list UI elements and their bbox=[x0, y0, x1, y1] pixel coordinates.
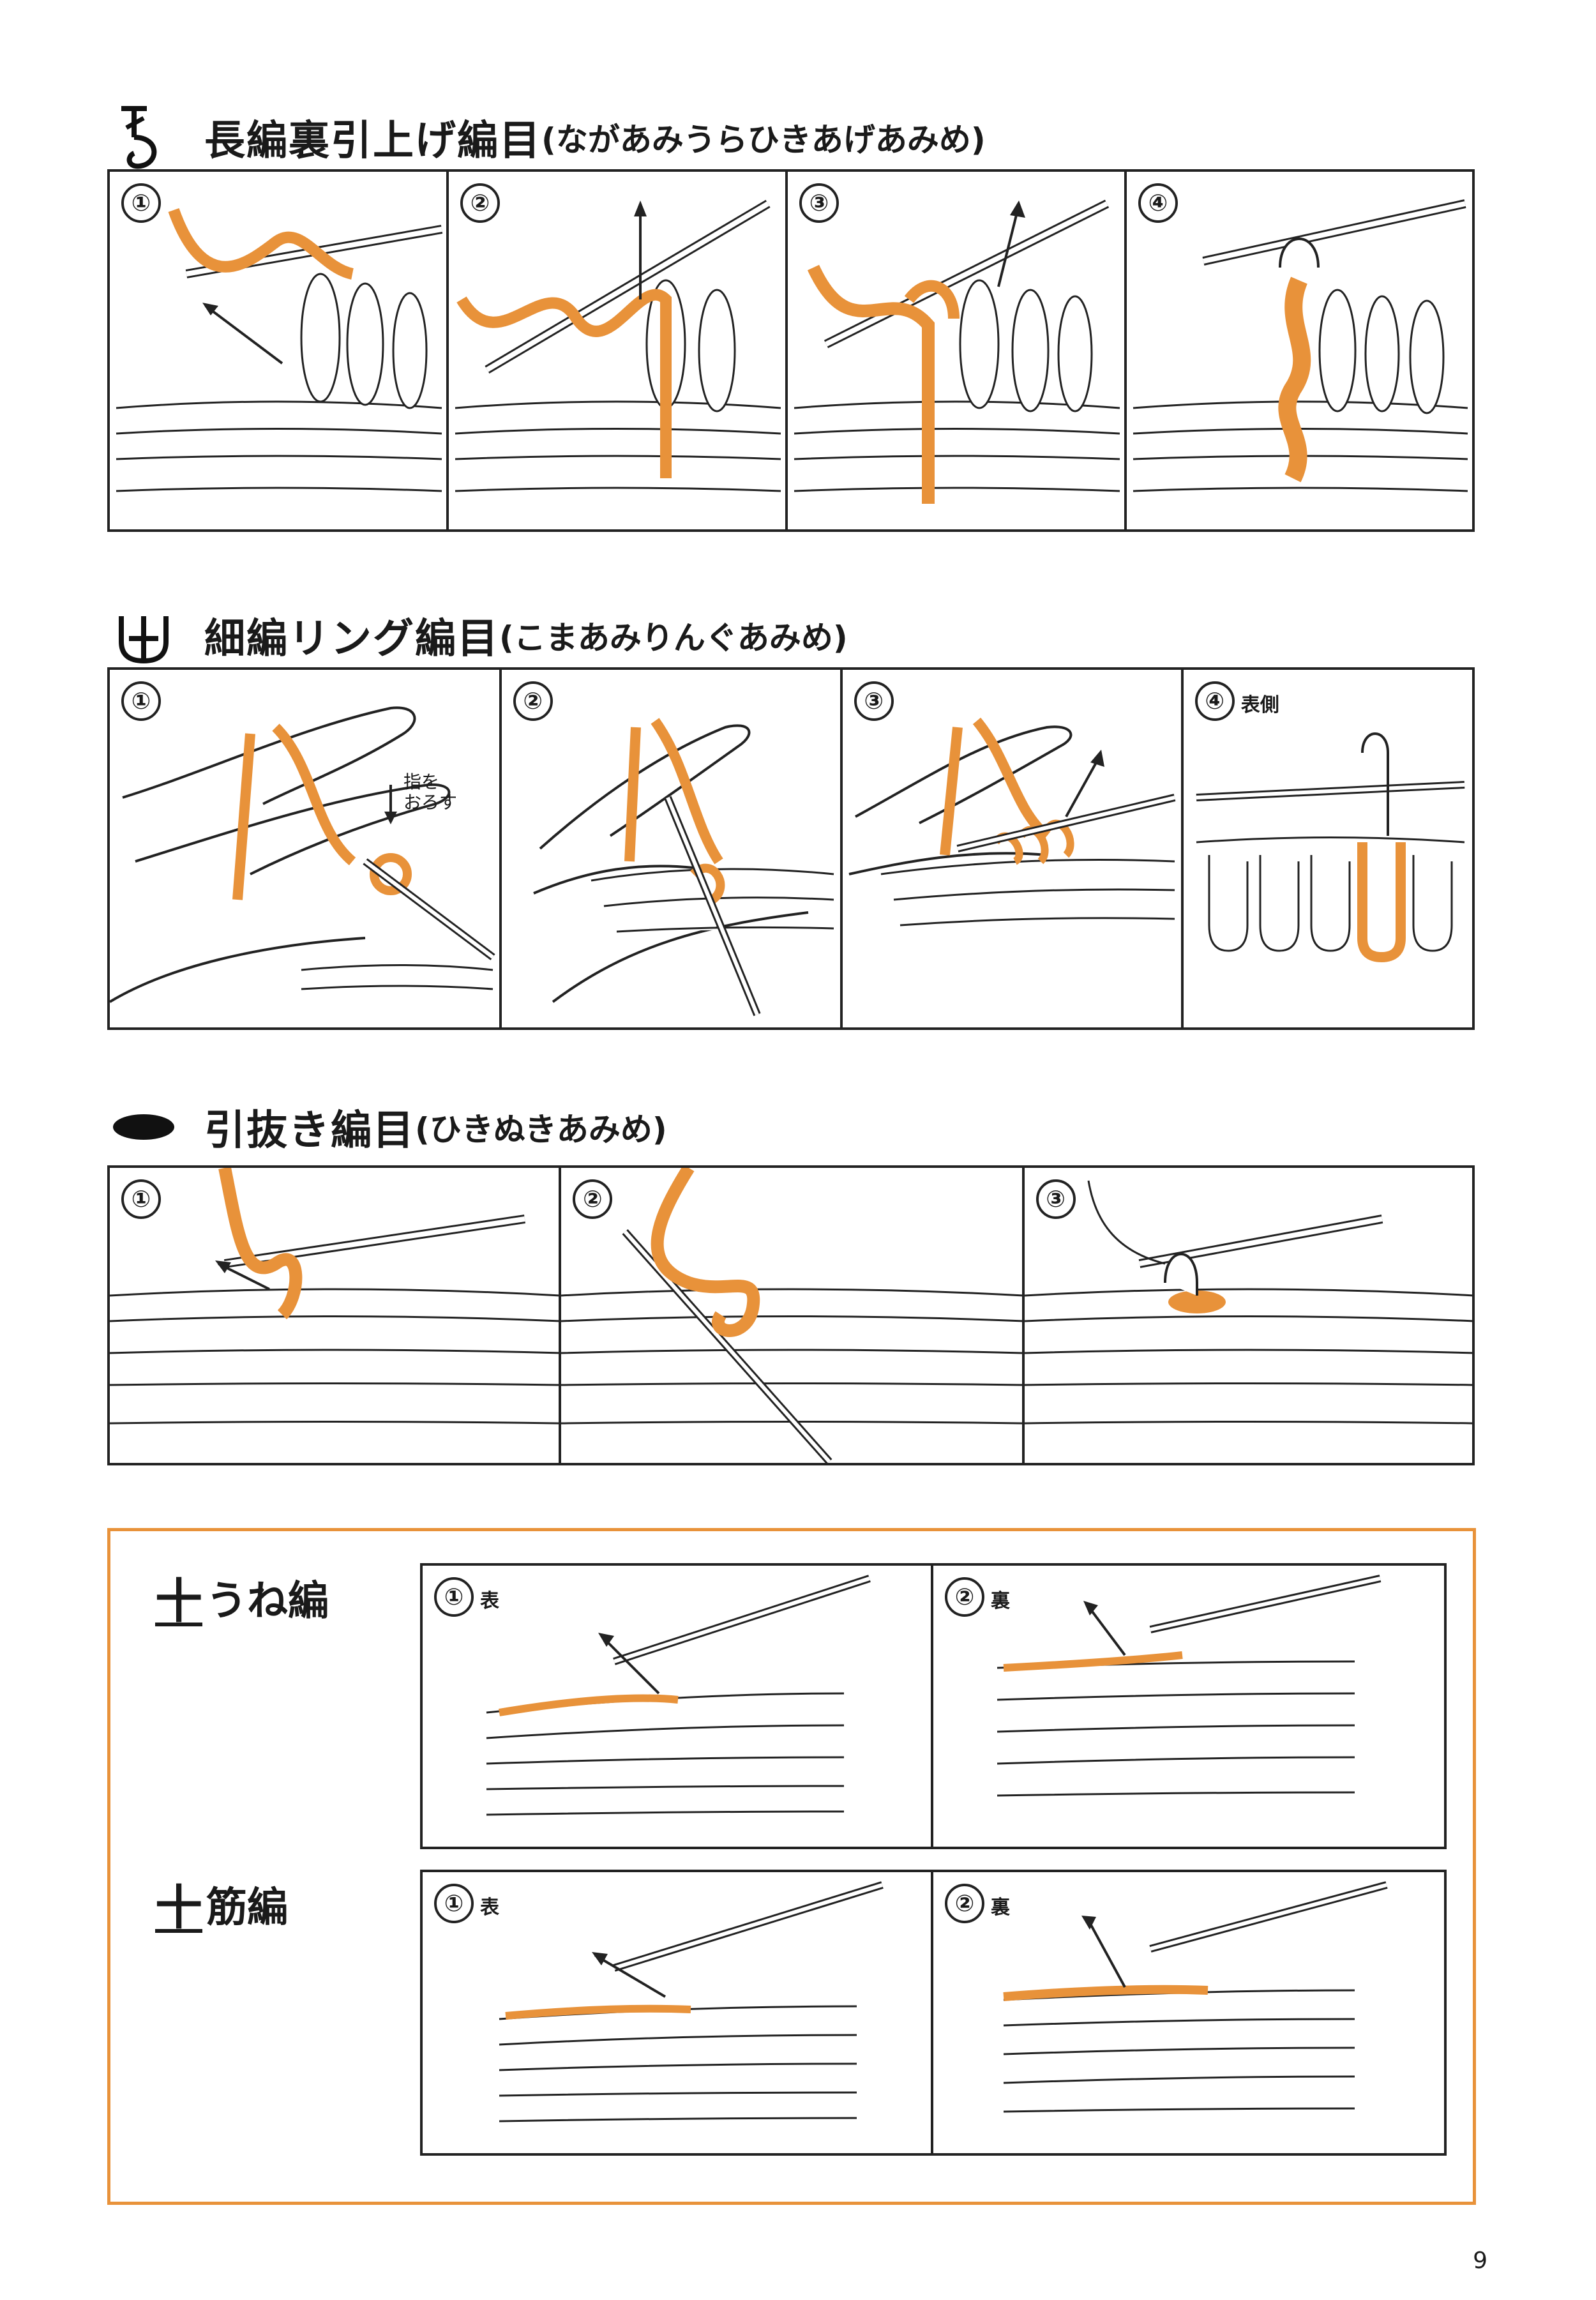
step-side-label: 表側 bbox=[1240, 694, 1279, 716]
crochet-illustration bbox=[848, 717, 1176, 927]
crochet-illustration bbox=[486, 1575, 871, 1816]
instruction-note: 指を おろす bbox=[403, 771, 458, 813]
step-panel-3: ③ bbox=[788, 172, 1127, 529]
step-panel-2: ② bbox=[449, 172, 788, 529]
section-title-reading: (こまあみりんぐあみめ) bbox=[499, 619, 848, 656]
step-number: ② bbox=[573, 1179, 613, 1219]
step-number: ④ bbox=[1138, 183, 1178, 223]
step-number: ② bbox=[460, 183, 501, 223]
step-number: ① bbox=[121, 681, 161, 721]
step-side-label: 裏 bbox=[991, 1590, 1010, 1612]
step-number: ① bbox=[434, 1577, 474, 1617]
step-panel-3: ③ bbox=[1024, 1168, 1472, 1463]
back-loop-panels: ① 表 ② 裏 bbox=[420, 1870, 1447, 2156]
step-number: ② bbox=[945, 1884, 984, 1923]
crochet-illustration bbox=[116, 208, 443, 523]
step-number: ② bbox=[945, 1577, 984, 1617]
crochet-illustration bbox=[499, 1881, 884, 2122]
section-title-text: 引抜き編目 bbox=[204, 1107, 415, 1154]
crochet-illustration bbox=[1003, 1881, 1388, 2113]
section-title-reading: (ひきぬきあみめ) bbox=[415, 1111, 667, 1148]
ridge-panel-back: ② 裏 bbox=[933, 1566, 1442, 1847]
crochet-illustration bbox=[110, 706, 495, 1003]
back-loop-stitch-symbol: 十 bbox=[155, 1880, 202, 1935]
crochet-illustration bbox=[794, 199, 1120, 504]
step-panel-1: ① bbox=[110, 172, 449, 529]
step-strip-back-post: ① ② bbox=[107, 169, 1475, 532]
step-number: ① bbox=[121, 1179, 161, 1219]
section-title-text: 長編裏引上げ編目 bbox=[204, 117, 541, 165]
page-number: 9 bbox=[1473, 2248, 1487, 2274]
section-title-reading: (ながあみうらひきあげあみめ) bbox=[541, 121, 986, 158]
step-side-label: 裏 bbox=[991, 1896, 1010, 1919]
back-loop-panel-back: ② 裏 bbox=[933, 1872, 1442, 2153]
crochet-illustration bbox=[455, 199, 781, 492]
step-number: ② bbox=[513, 681, 553, 721]
back-loop-label-text: 筋編 bbox=[206, 1884, 288, 1932]
crochet-illustration bbox=[997, 1575, 1381, 1797]
slip-stitch-symbol bbox=[109, 1086, 179, 1169]
crochet-illustration bbox=[561, 1168, 1022, 1463]
back-loop-row-label: 十 筋編 bbox=[155, 1870, 288, 1938]
crochet-illustration bbox=[1133, 199, 1468, 492]
step-panel-2: ② bbox=[561, 1168, 1025, 1463]
step-panel-1: ① bbox=[110, 1168, 562, 1463]
step-number: ① bbox=[434, 1884, 474, 1923]
ridge-label-text: うね編 bbox=[206, 1577, 329, 1625]
crochet-illustration bbox=[1196, 732, 1464, 963]
crochet-illustration bbox=[1024, 1180, 1472, 1425]
step-panel-3: ③ bbox=[843, 670, 1184, 1027]
step-panel-2: ② bbox=[502, 670, 843, 1027]
step-panel-1: ① 指を おろす bbox=[110, 670, 502, 1027]
step-number: ③ bbox=[854, 681, 894, 721]
section-title-slip-stitch: 引抜き編目 (ひきぬきあみめ) bbox=[109, 1086, 667, 1169]
step-number: ① bbox=[121, 183, 161, 223]
step-side-label: 表 bbox=[480, 1896, 499, 1919]
step-strip-slip-stitch: ① ② ③ bbox=[107, 1165, 1475, 1465]
single-crochet-ring-symbol bbox=[109, 594, 179, 677]
ridge-panel-front: ① 表 bbox=[423, 1566, 933, 1847]
ridge-panels: ① 表 ② 裏 bbox=[420, 1563, 1447, 1849]
crochet-illustration bbox=[110, 1168, 559, 1425]
step-panel-4: ④ bbox=[1127, 172, 1472, 529]
section-title-text: 細編リング編目 bbox=[204, 616, 499, 663]
step-number: ③ bbox=[799, 183, 839, 223]
back-loop-panel-front: ① 表 bbox=[423, 1872, 933, 2153]
section-title-ring-stitch: 細編リング編目 (こまあみりんぐあみめ) bbox=[109, 594, 848, 677]
crochet-illustration bbox=[532, 718, 834, 1017]
step-side-label: 表 bbox=[480, 1590, 499, 1612]
step-number: ④ bbox=[1194, 681, 1235, 721]
treble-crochet-back-post-symbol bbox=[109, 96, 179, 179]
ridge-stitch-symbol: 十 bbox=[155, 1574, 202, 1629]
step-strip-ring-stitch: ① 指を おろす ② bbox=[107, 667, 1475, 1030]
section-title-back-post: 長編裏引上げ編目 (ながあみうらひきあげあみめ) bbox=[109, 96, 986, 179]
ridge-stitch-box: 十 うね編 十 筋編 ① 表 ② 裏 bbox=[107, 1528, 1476, 2205]
step-number: ③ bbox=[1035, 1179, 1076, 1219]
ridge-row-label: 十 うね編 bbox=[155, 1563, 329, 1631]
step-panel-4: ④ 表側 bbox=[1184, 670, 1472, 1027]
